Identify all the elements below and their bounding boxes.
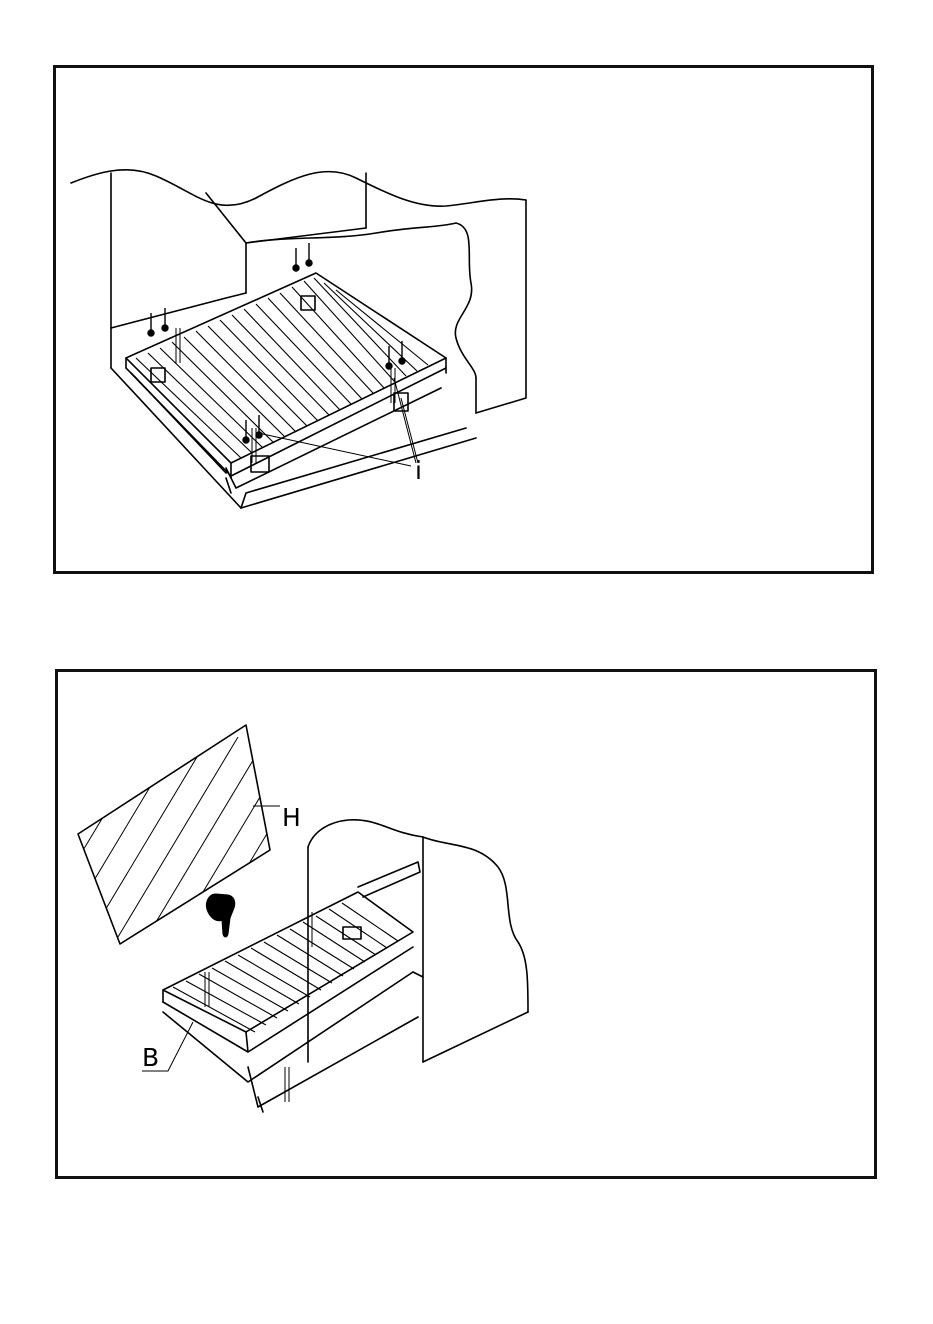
- callout-label-h: H: [282, 805, 301, 830]
- pointing-hand-icon: [58, 672, 874, 1176]
- callout-label-i: i: [415, 458, 422, 483]
- screw-icon: [56, 68, 871, 571]
- figure-2-panel: H B: [55, 669, 877, 1179]
- figure-1-panel: i: [53, 65, 874, 574]
- callout-label-b: B: [142, 1045, 159, 1070]
